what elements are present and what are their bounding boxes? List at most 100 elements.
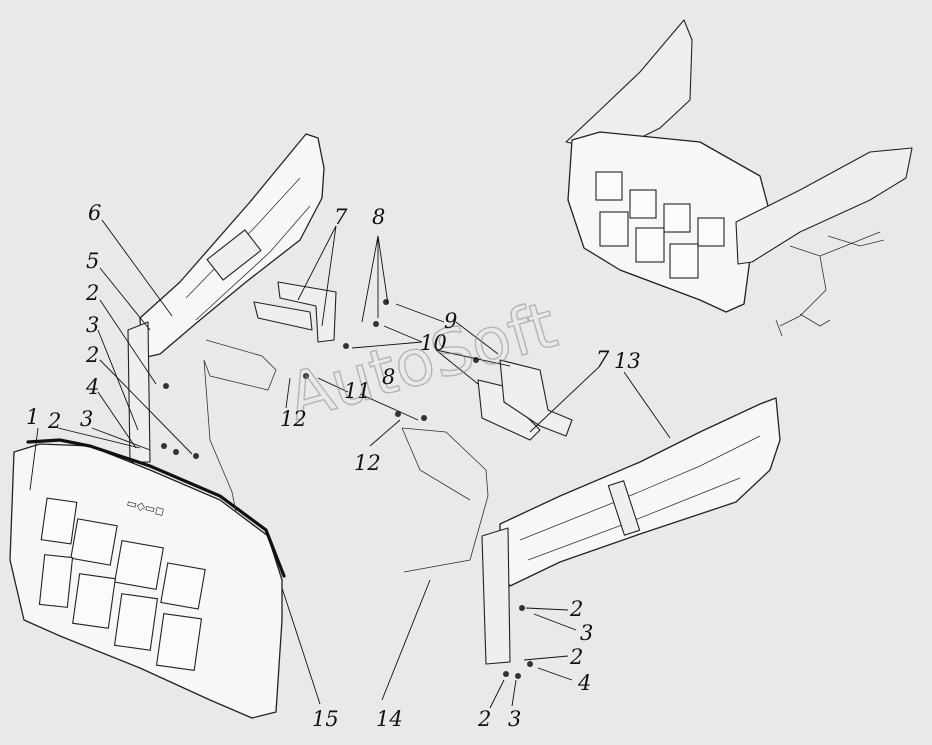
bolt — [163, 383, 169, 389]
callout-5: 5 — [86, 249, 99, 273]
leader-9b — [455, 321, 499, 355]
callouts: 1 2 2 2 2 2 2 3 3 3 3 4 4 5 6 7 7 8 8 9 … — [26, 201, 641, 731]
bolt — [161, 443, 167, 449]
bolt — [421, 415, 427, 421]
bolt — [193, 453, 199, 459]
right-side-panel-cutout — [607, 480, 641, 536]
leader-8a — [361, 235, 379, 323]
assembled-view — [565, 19, 913, 337]
front-panel-window — [155, 612, 203, 672]
leader-2d — [525, 607, 569, 611]
small-bracket-left — [277, 281, 337, 343]
assembled-window — [697, 217, 725, 247]
bolt — [173, 449, 179, 455]
callout-2: 2 — [569, 597, 583, 621]
callout-12: 12 — [280, 407, 307, 431]
front-panel-window — [40, 497, 78, 545]
assembled-right-side-panel — [735, 147, 913, 265]
callout-8: 8 — [372, 205, 385, 229]
callout-3: 3 — [508, 707, 521, 731]
leader-2e — [523, 655, 569, 661]
callout-7: 7 — [596, 347, 610, 371]
leader-12b — [369, 419, 401, 447]
leader-3c — [533, 613, 577, 631]
small-bracket-left-lower — [253, 301, 313, 331]
leader-5 — [99, 267, 151, 331]
callout-9: 9 — [444, 309, 457, 333]
assembled-window — [635, 227, 665, 263]
bolt — [519, 605, 525, 611]
leader-4b — [537, 667, 573, 681]
leader-2c — [99, 359, 193, 455]
bolt — [373, 321, 379, 327]
front-panel: ▭◇▭◻ — [9, 443, 283, 719]
left-side-panel-cutout — [206, 229, 262, 281]
edge-seal-strip — [26, 438, 286, 578]
leader-7c — [529, 365, 601, 433]
callout-3: 3 — [80, 407, 93, 431]
assembled-left-side-panel — [565, 19, 693, 153]
callout-4: 4 — [577, 671, 591, 695]
bolt — [343, 343, 349, 349]
leader-10b — [383, 325, 423, 343]
leader-8c — [377, 235, 389, 305]
assembled-window — [663, 203, 691, 233]
leader-7a — [297, 225, 337, 301]
callout-2: 2 — [85, 343, 99, 367]
callout-12: 12 — [354, 451, 381, 475]
leader-15 — [281, 587, 321, 705]
small-bracket-right-2 — [499, 359, 573, 437]
callout-2: 2 — [569, 645, 583, 669]
assembled-lower-strut — [775, 313, 831, 337]
callout-10: 10 — [420, 331, 447, 355]
leader-13 — [623, 371, 671, 439]
callout-7: 7 — [334, 205, 348, 229]
leader-9a — [395, 303, 445, 323]
leader-3d — [511, 679, 517, 707]
callout-1: 1 — [26, 405, 39, 429]
left-bracket-post — [127, 321, 151, 463]
callout-4: 4 — [85, 375, 99, 399]
fasteners — [161, 299, 533, 679]
right-bracket-post — [481, 527, 511, 665]
bolt — [515, 673, 521, 679]
callout-15: 15 — [312, 707, 339, 731]
leader-1 — [29, 427, 39, 491]
left-side-panel-rib — [185, 177, 311, 321]
right-side-panel — [499, 397, 781, 587]
leader-11b — [359, 393, 419, 421]
front-panel-window — [72, 573, 116, 629]
leader-7b — [321, 225, 337, 327]
callout-11: 11 — [344, 379, 371, 403]
leader-2f — [489, 679, 505, 709]
leader-10d — [435, 349, 511, 367]
front-panel-window — [114, 540, 164, 590]
bolt — [527, 661, 533, 667]
bolt — [303, 373, 309, 379]
callout-3: 3 — [580, 621, 593, 645]
front-panel-window — [113, 593, 159, 651]
callout-2: 2 — [47, 409, 61, 433]
leader-12a — [285, 377, 291, 409]
callout-2: 2 — [477, 707, 491, 731]
callout-2: 2 — [85, 281, 99, 305]
front-panel-window — [38, 554, 74, 608]
front-panel-window — [160, 562, 206, 610]
leader-6 — [101, 219, 173, 317]
mounting-tube-left — [203, 339, 277, 513]
leader-2b — [99, 299, 157, 385]
assembled-window — [629, 189, 657, 219]
bolt — [503, 671, 509, 677]
assembled-bracket-arm — [779, 231, 885, 327]
assembled-window — [599, 211, 629, 247]
callout-8: 8 — [382, 365, 395, 389]
assembled-window — [595, 171, 623, 201]
leader-11a — [317, 377, 349, 393]
leader-3a — [91, 427, 151, 451]
leader-2a — [57, 427, 141, 449]
callout-13: 13 — [614, 349, 641, 373]
leader-10c — [435, 349, 479, 385]
callout-3: 3 — [86, 313, 99, 337]
